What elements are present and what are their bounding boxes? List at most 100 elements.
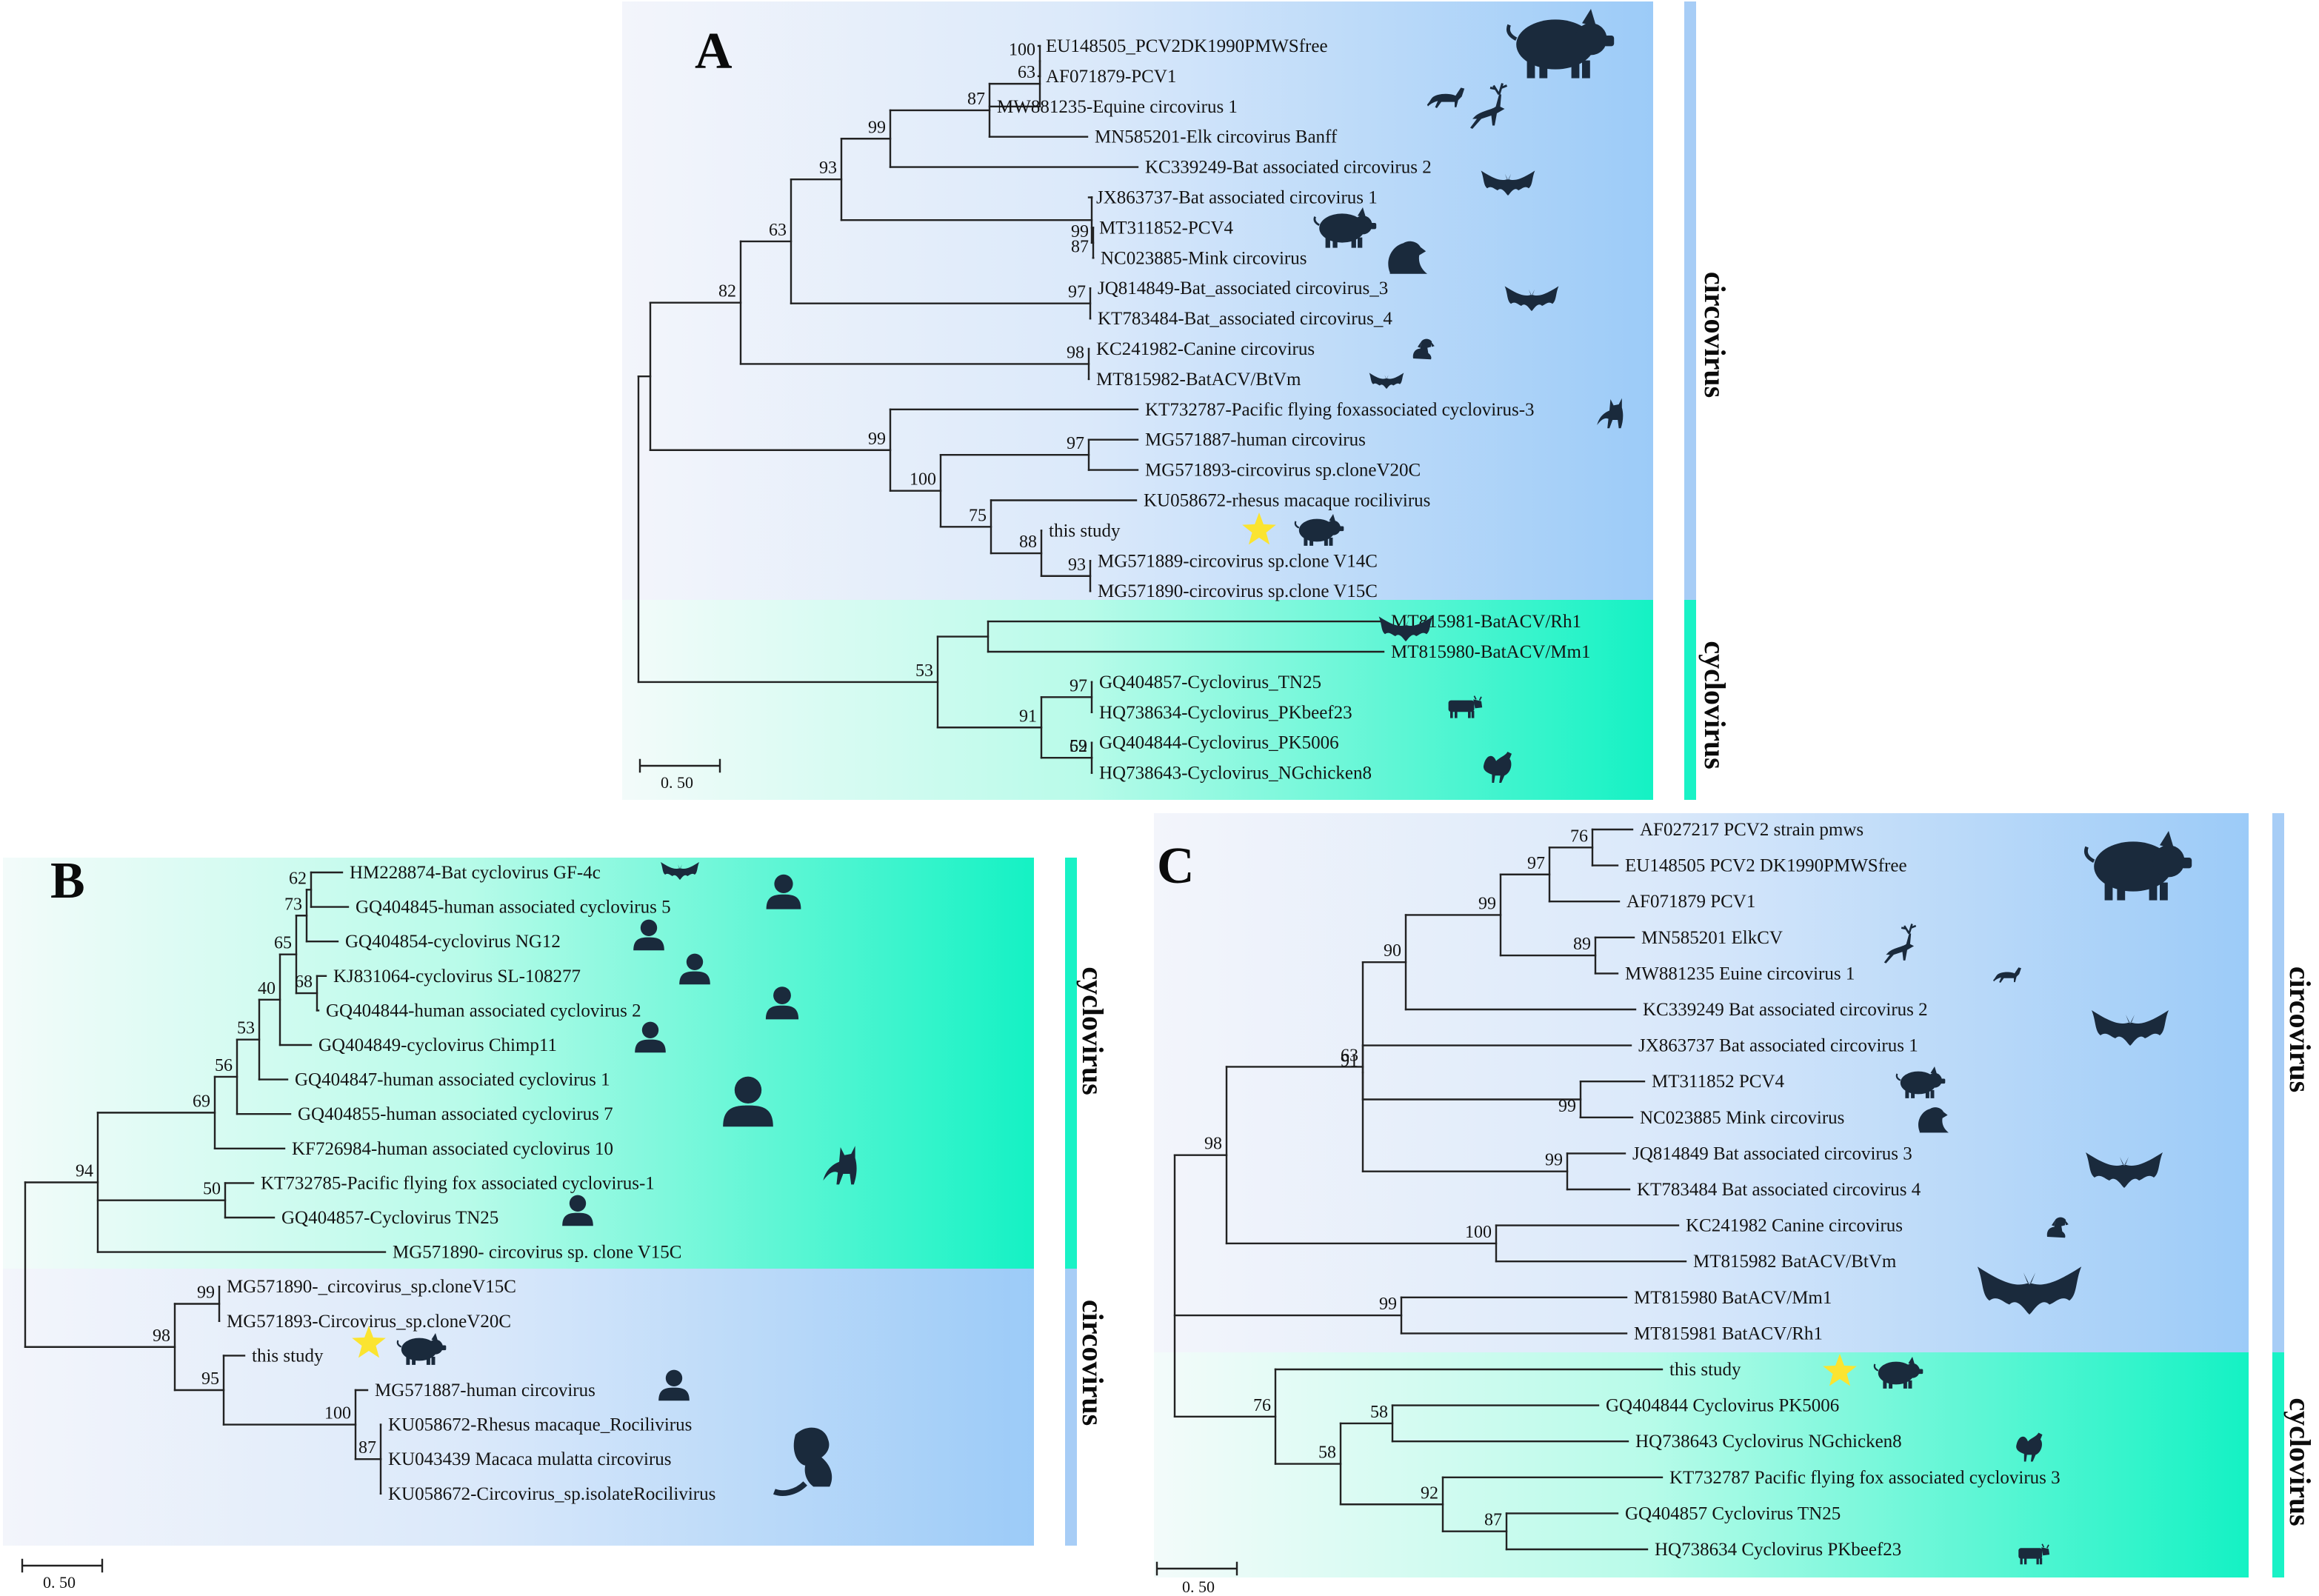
tip-label: GQ404857-Cyclovirus TN25 bbox=[281, 1208, 498, 1228]
bootstrap-value: 69 bbox=[193, 1092, 210, 1111]
bootstrap-value: 63 bbox=[769, 221, 787, 240]
bootstrap-value: 63 bbox=[1018, 63, 1035, 82]
bootstrap-value: 100 bbox=[910, 470, 936, 490]
bootstrap-value: 65 bbox=[274, 934, 292, 953]
bootstrap-value: 97 bbox=[1070, 676, 1087, 695]
tip-label: MW881235 Euine circovirus 1 bbox=[1625, 964, 1855, 984]
bootstrap-value: 97 bbox=[1068, 283, 1086, 302]
icon-layer bbox=[352, 8, 2192, 1565]
tip-label: AF027217 PCV2 strain pmws bbox=[1640, 820, 1863, 840]
tip-label: HQ738634-Cyclovirus_PKbeef23 bbox=[1099, 703, 1352, 723]
deer-icon bbox=[1883, 924, 1917, 964]
tip-label: MT311852-PCV4 bbox=[1099, 218, 1234, 238]
bat-icon bbox=[1977, 1266, 2082, 1315]
panel-A-circovirus-sidebar bbox=[1684, 1, 1696, 600]
tip-label: GQ404857 Cyclovirus TN25 bbox=[1625, 1503, 1841, 1523]
panel-B-backgrounds bbox=[3, 858, 1077, 1546]
bat-icon bbox=[2092, 1010, 2169, 1046]
tip-label: KC339249-Bat associated circovirus 2 bbox=[1145, 158, 1432, 178]
deer-icon bbox=[1470, 83, 1508, 129]
pig-icon bbox=[396, 1333, 447, 1365]
tip-label: this study bbox=[1669, 1360, 1741, 1380]
bootstrap-value: 99 bbox=[1379, 1295, 1397, 1314]
tip-label: KU058672-Circovirus_sp.isolateRociliviru… bbox=[388, 1484, 715, 1504]
chicken-icon bbox=[2016, 1432, 2043, 1462]
tip-label: JX863737-Bat associated circovirus 1 bbox=[1096, 188, 1378, 208]
bootstrap-value: 76 bbox=[1570, 827, 1588, 846]
panel-A-scale-label: 0. 50 bbox=[661, 773, 693, 792]
person-icon bbox=[562, 1195, 593, 1226]
tip-label: NC023885-Mink circovirus bbox=[1101, 248, 1307, 268]
panel-C-circovirus-sidebar bbox=[2272, 813, 2284, 1352]
pig-icon bbox=[1313, 207, 1377, 248]
bootstrap-value: 75 bbox=[969, 506, 987, 525]
bootstrap-value: 68 bbox=[295, 972, 313, 992]
bootstrap-value: 100 bbox=[324, 1404, 351, 1423]
tip-label: HQ738643-Cyclovirus_NGchicken8 bbox=[1099, 764, 1372, 784]
bootstrap-value: 87 bbox=[967, 90, 985, 109]
bat-icon bbox=[661, 862, 699, 880]
bootstrap-value: 98 bbox=[1067, 343, 1084, 362]
bootstrap-value: 91 bbox=[1019, 707, 1037, 726]
bat-icon bbox=[1369, 373, 1404, 389]
horse-icon bbox=[1427, 87, 1465, 108]
monkey-icon bbox=[773, 1427, 832, 1496]
tip-label: MG571893-circovirus sp.cloneV20C bbox=[1145, 461, 1421, 481]
panel-C-clade-cyclovirus: cyclovirus bbox=[2283, 1398, 2317, 1526]
panel-A-label: A bbox=[695, 23, 733, 80]
panel-A-clade-circovirus: circovirus bbox=[1698, 272, 1732, 398]
bootstrap-value: 69 bbox=[1070, 737, 1087, 756]
panel-C-clade-circovirus: circovirus bbox=[2283, 966, 2317, 1092]
tip-label: KT732785-Pacific flying fox associated c… bbox=[261, 1173, 655, 1193]
panel-B-scale-bar: 0. 50 bbox=[21, 1558, 104, 1592]
tip-label: KU043439 Macaca mulatta circovirus bbox=[388, 1449, 672, 1469]
tip-label: HM228874-Bat cyclovirus GF-4c bbox=[350, 863, 601, 883]
tip-label: KT783484 Bat associated circovirus 4 bbox=[1637, 1180, 1921, 1200]
bootstrap-value: 73 bbox=[284, 895, 302, 914]
bootstrap-value: 91 bbox=[1341, 1052, 1358, 1071]
bootstrap-value: 63 bbox=[1341, 1046, 1358, 1065]
tip-label: MG571890-_circovirus_sp.cloneV15C bbox=[227, 1277, 516, 1297]
person-icon bbox=[766, 874, 801, 909]
bootstrap-value: 58 bbox=[1370, 1403, 1388, 1422]
bootstrap-value: 40 bbox=[258, 979, 276, 998]
cow-icon bbox=[1448, 695, 1483, 718]
bat-icon bbox=[2086, 1152, 2163, 1188]
pig-icon bbox=[1294, 514, 1344, 546]
tip-label: MW881235-Equine circovirus 1 bbox=[997, 97, 1238, 117]
panel-B-cyclovirus-sidebar bbox=[1065, 858, 1077, 1269]
tip-label: AF071879 PCV1 bbox=[1626, 892, 1755, 912]
panel-C-backgrounds bbox=[1154, 813, 2284, 1577]
person-icon bbox=[679, 953, 710, 985]
panel-A-cyclovirus-sidebar bbox=[1684, 600, 1696, 800]
tip-label: JQ814849-Bat_associated circovirus_3 bbox=[1098, 278, 1388, 298]
tip-label: JQ814849 Bat associated circovirus 3 bbox=[1632, 1143, 1912, 1163]
tip-label: KF726984-human associated cyclovirus 10 bbox=[292, 1139, 613, 1159]
panel-A-clade-cyclovirus: cyclovirus bbox=[1698, 641, 1732, 769]
tip-label: GQ404854-cyclovirus NG12 bbox=[345, 932, 561, 952]
bootstrap-value: 87 bbox=[358, 1438, 376, 1458]
bootstrap-value: 99 bbox=[1558, 1097, 1576, 1116]
person-icon bbox=[635, 1021, 666, 1053]
bootstrap-value: 93 bbox=[1068, 555, 1086, 575]
bootstrap-value: 82 bbox=[718, 282, 736, 301]
bootstrap-value: 88 bbox=[1019, 532, 1037, 552]
mink-icon bbox=[1388, 241, 1427, 274]
tip-label: this study bbox=[252, 1346, 324, 1366]
tip-label: GQ404845-human associated cyclovirus 5 bbox=[356, 898, 671, 918]
tip-label: KC241982-Canine circovirus bbox=[1096, 339, 1315, 359]
pig-icon bbox=[1895, 1066, 1946, 1098]
tip-label: MT815982 BatACV/BtVm bbox=[1693, 1252, 1897, 1272]
tip-label: GQ404855-human associated cyclovirus 7 bbox=[298, 1104, 613, 1124]
bat-icon bbox=[1504, 286, 1559, 311]
panel-A-circovirus-band bbox=[622, 1, 1653, 600]
panel-A-scale-bar: 0. 50 bbox=[638, 758, 721, 792]
panel-A-backgrounds bbox=[622, 1, 1696, 800]
panel-B-circovirus-sidebar bbox=[1065, 1269, 1077, 1546]
bootstrap-value: 98 bbox=[1204, 1135, 1222, 1154]
fox-icon bbox=[823, 1146, 857, 1185]
